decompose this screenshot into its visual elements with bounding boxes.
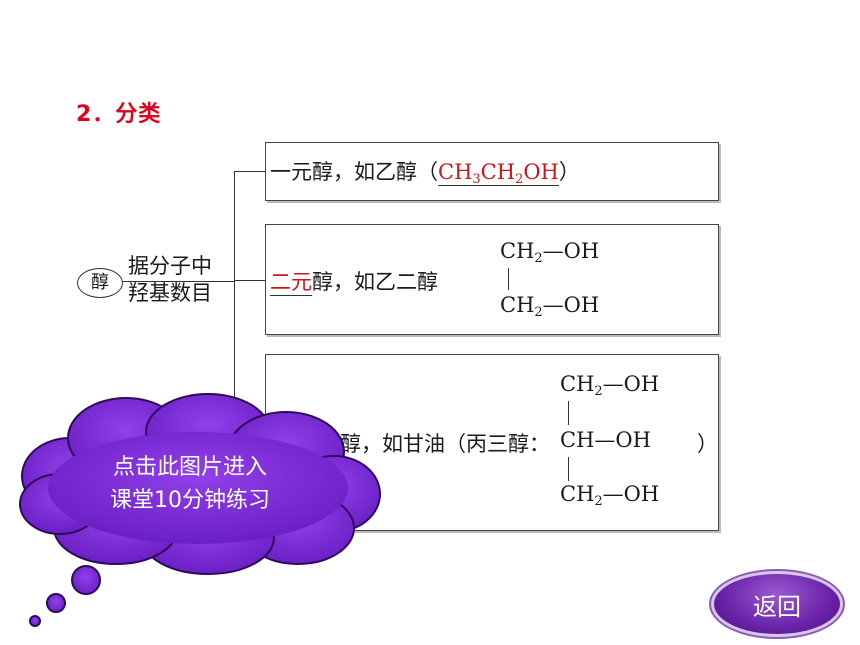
ethylene-glycol-bond [508, 268, 509, 290]
glycerol-bond-1 [568, 401, 569, 425]
cloud-line-2: 课堂10分钟练习 [110, 488, 270, 513]
ethanol-formula: CH3CH2OH [438, 160, 559, 187]
dihydric-alcohol-text: 二元醇，如乙二醇 [270, 266, 438, 296]
cloud-line-1: 点击此图片进入 [112, 455, 267, 480]
back-button[interactable]: 返回 [714, 574, 840, 634]
practice-cloud-button[interactable] [8, 388, 388, 638]
section-title: 2．分类 [76, 102, 162, 127]
glycerol-line-3: CH2—OH [560, 482, 660, 509]
glycerol-bond-2 [568, 457, 569, 481]
row-1-prefix: 一元醇，如乙醇（ [270, 160, 438, 184]
dihydric-alcohol-box [265, 224, 719, 335]
cloud-text[interactable]: 点击此图片进入 课堂10分钟练习 [70, 451, 310, 517]
dihydric-answer: 二元 [270, 270, 312, 296]
polyhydric-alcohol-text: 醇，如甘油（丙三醇： [340, 428, 550, 458]
glycerol-line-2: CH—OH [560, 428, 651, 452]
row-2-rest: 醇，如乙二醇 [312, 270, 438, 294]
row-3-visible: 醇，如甘油（丙三醇： [340, 432, 550, 456]
ethylene-glycol-line-1: CH2—OH [500, 239, 600, 266]
criterion-line-2: 羟基数目 [128, 281, 212, 305]
ethylene-glycol-line-2: CH2—OH [500, 293, 600, 320]
criterion-underline [122, 281, 235, 282]
monohydric-alcohol-box [265, 142, 719, 201]
root-label: 醇 [77, 268, 123, 298]
bracket-vertical [234, 171, 235, 443]
glycerol-suffix: ） [697, 432, 718, 456]
classification-criterion: 据分子中 羟基数目 [128, 253, 212, 307]
row-1-suffix: ） [558, 160, 580, 184]
bracket-branch-2 [234, 280, 265, 281]
criterion-line-1: 据分子中 [128, 254, 212, 278]
bracket-branch-1 [234, 171, 265, 172]
monohydric-alcohol-text: 一元醇，如乙醇（CH3CH2OH） [270, 156, 580, 187]
glycerol-line-1: CH2—OH [560, 372, 660, 399]
